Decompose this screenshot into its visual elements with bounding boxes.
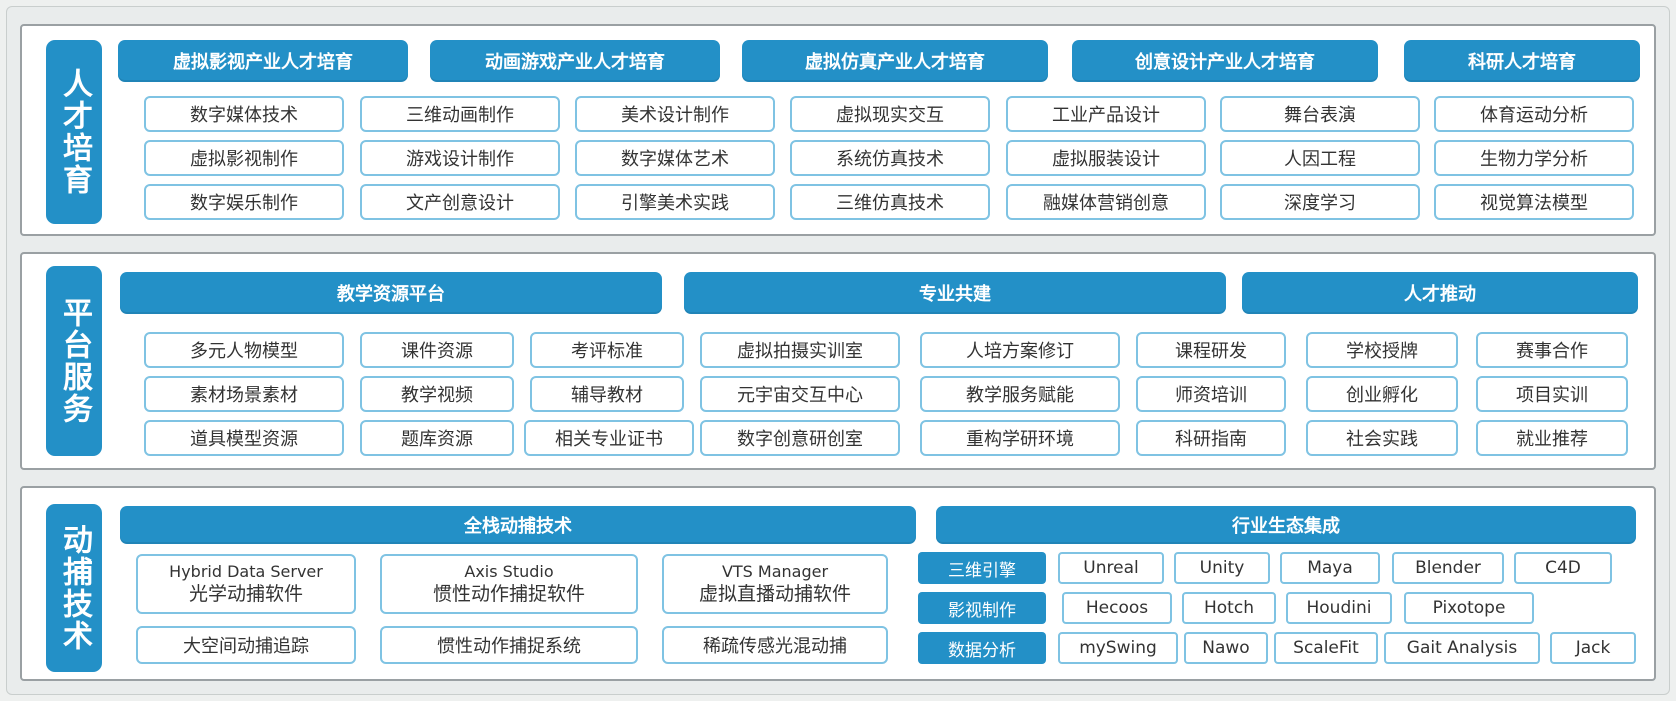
platform-item: 数字创意研创室 <box>700 420 900 456</box>
talent-item: 深度学习 <box>1220 184 1420 220</box>
software-name: VTS Manager <box>721 562 829 581</box>
platform-item: 相关专业证书 <box>524 420 694 456</box>
tool-item: Houdini <box>1286 592 1392 624</box>
tool-item: Unity <box>1174 552 1270 584</box>
talent-side-label: 人才培育 <box>46 40 102 224</box>
platform-item: 虚拟拍摄实训室 <box>700 332 900 368</box>
platform-item: 创业孵化 <box>1306 376 1458 412</box>
platform-item: 辅导教材 <box>530 376 684 412</box>
talent-item: 游戏设计制作 <box>360 140 560 176</box>
tool-item: Blender <box>1392 552 1504 584</box>
platform-item: 课件资源 <box>360 332 514 368</box>
tool-item: Hecoos <box>1062 592 1172 624</box>
talent-item: 视觉算法模型 <box>1434 184 1634 220</box>
talent-item: 文产创意设计 <box>360 184 560 220</box>
tool-item: ScaleFit <box>1274 632 1378 664</box>
software-desc: 虚拟直播动捕软件 <box>698 583 851 605</box>
platform-item: 教学服务赋能 <box>920 376 1120 412</box>
platform-item: 人培方案修订 <box>920 332 1120 368</box>
platform-item: 就业推荐 <box>1476 420 1628 456</box>
talent-item: 虚拟影视制作 <box>144 140 344 176</box>
talent-item: 生物力学分析 <box>1434 140 1634 176</box>
platform-header-talent-push: 人才推动 <box>1242 272 1638 314</box>
talent-item: 引擎美术实践 <box>575 184 775 220</box>
ecosystem-label-data-analysis: 数据分析 <box>918 632 1046 664</box>
platform-item: 教学视频 <box>360 376 514 412</box>
platform-item: 考评标准 <box>530 332 684 368</box>
mocap-side-label: 动捕技术 <box>46 504 102 672</box>
tool-item: mySwing <box>1058 632 1178 664</box>
software-name: Axis Studio <box>464 562 554 581</box>
platform-item: 课程研发 <box>1136 332 1286 368</box>
platform-item: 赛事合作 <box>1476 332 1628 368</box>
talent-header-research: 科研人才培育 <box>1404 40 1640 82</box>
software-axis-studio: Axis Studio 惯性动作捕捉软件 <box>380 554 638 614</box>
tool-item: Pixotope <box>1404 592 1534 624</box>
platform-side-label: 平台服务 <box>46 266 102 456</box>
platform-item: 道具模型资源 <box>144 420 344 456</box>
platform-item: 师资培训 <box>1136 376 1286 412</box>
talent-panel: 人才培育 虚拟影视产业人才培育 动画游戏产业人才培育 虚拟仿真产业人才培育 创意… <box>20 24 1656 236</box>
talent-item: 虚拟现实交互 <box>790 96 990 132</box>
software-hybrid-data-server: Hybrid Data Server 光学动捕软件 <box>136 554 356 614</box>
talent-item: 数字媒体技术 <box>144 96 344 132</box>
platform-header-co-build: 专业共建 <box>684 272 1226 314</box>
platform-item: 科研指南 <box>1136 420 1286 456</box>
talent-item: 体育运动分析 <box>1434 96 1634 132</box>
talent-item: 数字娱乐制作 <box>144 184 344 220</box>
talent-item: 三维动画制作 <box>360 96 560 132</box>
talent-item: 人因工程 <box>1220 140 1420 176</box>
talent-item: 工业产品设计 <box>1006 96 1206 132</box>
platform-item: 重构学研环境 <box>920 420 1120 456</box>
talent-item: 美术设计制作 <box>575 96 775 132</box>
platform-panel: 平台服务 教学资源平台 专业共建 人才推动 多元人物模型 素材场景素材 道具模型… <box>20 252 1656 470</box>
talent-item: 舞台表演 <box>1220 96 1420 132</box>
software-desc: 惯性动作捕捉软件 <box>432 583 585 605</box>
tool-item: C4D <box>1514 552 1612 584</box>
talent-item: 数字媒体艺术 <box>575 140 775 176</box>
talent-item: 三维仿真技术 <box>790 184 990 220</box>
tool-item: Maya <box>1280 552 1380 584</box>
tool-item: Gait Analysis <box>1384 632 1540 664</box>
software-name: Hybrid Data Server <box>169 562 323 581</box>
software-desc: 光学动捕软件 <box>188 583 303 605</box>
platform-header-resources: 教学资源平台 <box>120 272 662 314</box>
platform-item: 多元人物模型 <box>144 332 344 368</box>
tool-item: Nawo <box>1184 632 1268 664</box>
tool-item: Hotch <box>1182 592 1276 624</box>
talent-header-film: 虚拟影视产业人才培育 <box>118 40 408 82</box>
mocap-header-ecosystem: 行业生态集成 <box>936 506 1636 544</box>
talent-item: 系统仿真技术 <box>790 140 990 176</box>
talent-item: 虚拟服装设计 <box>1006 140 1206 176</box>
platform-item: 元宇宙交互中心 <box>700 376 900 412</box>
system-item: 稀疏传感光混动捕 <box>662 626 888 664</box>
mocap-panel: 动捕技术 全栈动捕技术 行业生态集成 Hybrid Data Server 光学… <box>20 486 1656 681</box>
platform-item: 学校授牌 <box>1306 332 1458 368</box>
ecosystem-label-film-production: 影视制作 <box>918 592 1046 624</box>
software-vts-manager: VTS Manager 虚拟直播动捕软件 <box>662 554 888 614</box>
talent-header-simulation: 虚拟仿真产业人才培育 <box>742 40 1048 82</box>
talent-header-animation: 动画游戏产业人才培育 <box>430 40 720 82</box>
mocap-header-fullstack: 全栈动捕技术 <box>120 506 916 544</box>
system-item: 大空间动捕追踪 <box>136 626 356 664</box>
system-item: 惯性动作捕捉系统 <box>380 626 638 664</box>
ecosystem-label-3d-engine: 三维引擎 <box>918 552 1046 584</box>
tool-item: Unreal <box>1058 552 1164 584</box>
platform-item: 题库资源 <box>360 420 514 456</box>
talent-header-design: 创意设计产业人才培育 <box>1072 40 1378 82</box>
talent-item: 融媒体营销创意 <box>1006 184 1206 220</box>
platform-item: 项目实训 <box>1476 376 1628 412</box>
platform-item: 素材场景素材 <box>144 376 344 412</box>
tool-item: Jack <box>1550 632 1636 664</box>
platform-item: 社会实践 <box>1306 420 1458 456</box>
